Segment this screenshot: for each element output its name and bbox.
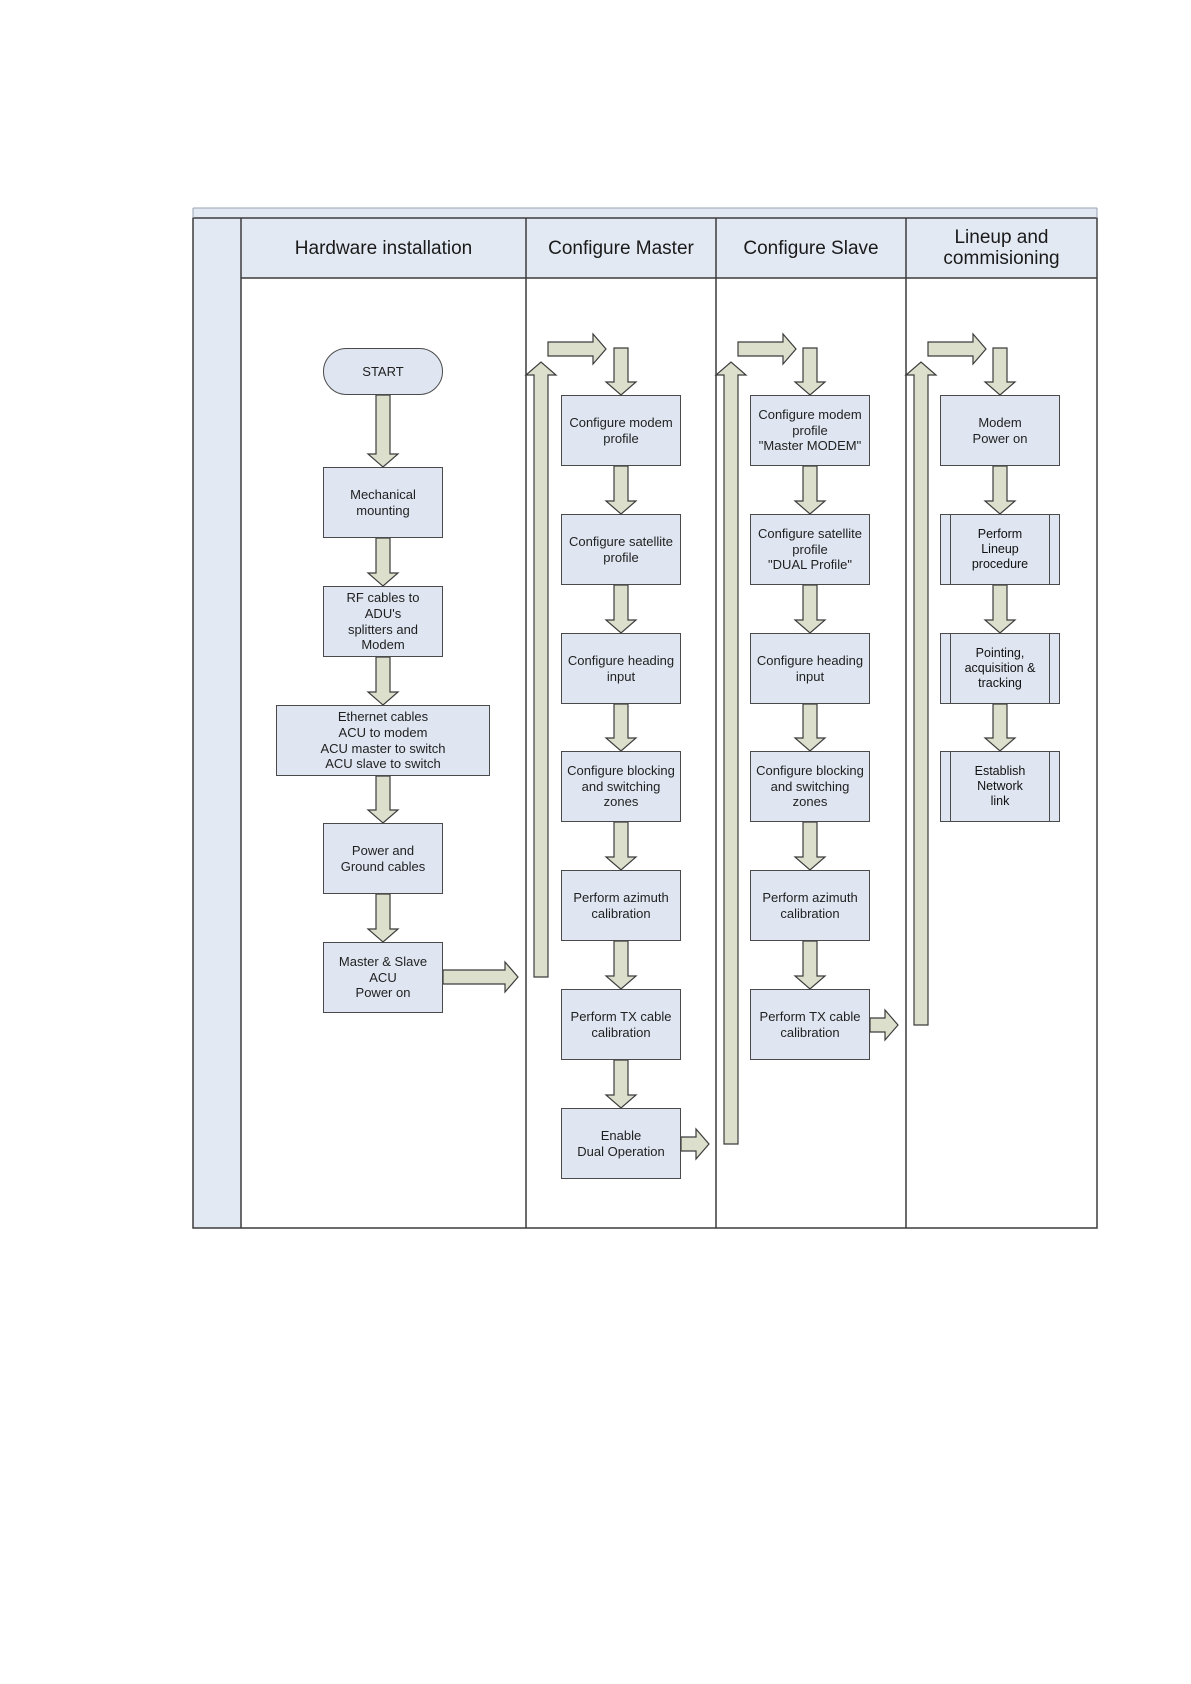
arrow-mechanical-to-rf <box>366 537 400 587</box>
arrow-master-2-3 <box>604 584 638 634</box>
arrow-lineup-1-2 <box>983 465 1017 515</box>
master-heading-box: Configure heading input <box>561 633 681 704</box>
master-tx-cable-box: Perform TX cable calibration <box>561 989 681 1060</box>
arrow-ethernet-to-power <box>366 775 400 824</box>
arrow-master-1-2 <box>604 465 638 515</box>
arrow-slave-1-2 <box>793 465 827 515</box>
arrow-slave-riser <box>714 361 748 1145</box>
arrow-master-5-6 <box>604 940 638 990</box>
acu-power-box: Master & Slave ACU Power on <box>323 942 443 1013</box>
arrow-lineup-entry <box>927 332 987 366</box>
lane-header-master: Configure Master <box>548 237 694 259</box>
arrow-lineup-riser <box>904 361 938 1026</box>
slave-heading-box: Configure heading input <box>750 633 870 704</box>
arrow-slave-3-4 <box>793 703 827 752</box>
arrow-slave-to-lineup <box>869 1008 899 1042</box>
arrow-slave-2-3 <box>793 584 827 634</box>
arrow-lineup-entry-down <box>983 347 1017 396</box>
arrow-master-riser <box>524 361 558 978</box>
master-blocking-box: Configure blocking and switching zones <box>561 751 681 822</box>
mechanical-mounting-box: Mechanical mounting <box>323 467 443 538</box>
ethernet-cables-box: Ethernet cables ACU to modem ACU master … <box>276 705 490 776</box>
master-satellite-profile-box: Configure satellite profile <box>561 514 681 585</box>
arrow-start-to-mechanical <box>366 394 400 468</box>
arrow-master-entry <box>547 332 607 366</box>
power-ground-box: Power and Ground cables <box>323 823 443 894</box>
arrow-slave-4-5 <box>793 821 827 871</box>
enable-dual-operation-box: Enable Dual Operation <box>561 1108 681 1179</box>
arrow-master-to-slave <box>680 1127 710 1161</box>
arrow-lineup-3-4 <box>983 703 1017 752</box>
establish-network-link-box: Establish Network link <box>940 751 1060 822</box>
arrow-slave-entry-down <box>793 347 827 396</box>
slave-azimuth-box: Perform azimuth calibration <box>750 870 870 941</box>
arrow-master-3-4 <box>604 703 638 752</box>
arrow-master-entry-down <box>604 347 638 396</box>
modem-power-on-box: Modem Power on <box>940 395 1060 466</box>
arrow-master-6-7 <box>604 1059 638 1109</box>
slave-satellite-profile-box: Configure satellite profile "DUAL Profil… <box>750 514 870 585</box>
arrow-slave-entry <box>737 332 797 366</box>
master-modem-profile-box: Configure modem profile <box>561 395 681 466</box>
rf-cables-box: RF cables to ADU's splitters and Modem <box>323 586 443 657</box>
start-terminal: START <box>323 348 443 395</box>
arrow-rf-to-ethernet <box>366 656 400 706</box>
lane-header-slave: Configure Slave <box>743 237 879 259</box>
master-azimuth-box: Perform azimuth calibration <box>561 870 681 941</box>
arrow-master-4-5 <box>604 821 638 871</box>
lane-header-hardware: Hardware installation <box>294 237 473 259</box>
slave-tx-cable-box: Perform TX cable calibration <box>750 989 870 1060</box>
arrow-slave-5-6 <box>793 940 827 990</box>
slave-modem-profile-box: Configure modem profile "Master MODEM" <box>750 395 870 466</box>
arrow-lineup-2-3 <box>983 584 1017 634</box>
lane-header-lineup: Lineup and commisioning <box>943 227 1060 269</box>
perform-lineup-procedure-box: Perform Lineup procedure <box>940 514 1060 585</box>
arrow-power-to-acu <box>366 893 400 943</box>
arrow-acu-to-master <box>442 960 519 994</box>
pointing-acquisition-box: Pointing, acquisition & tracking <box>940 633 1060 704</box>
slave-blocking-box: Configure blocking and switching zones <box>750 751 870 822</box>
